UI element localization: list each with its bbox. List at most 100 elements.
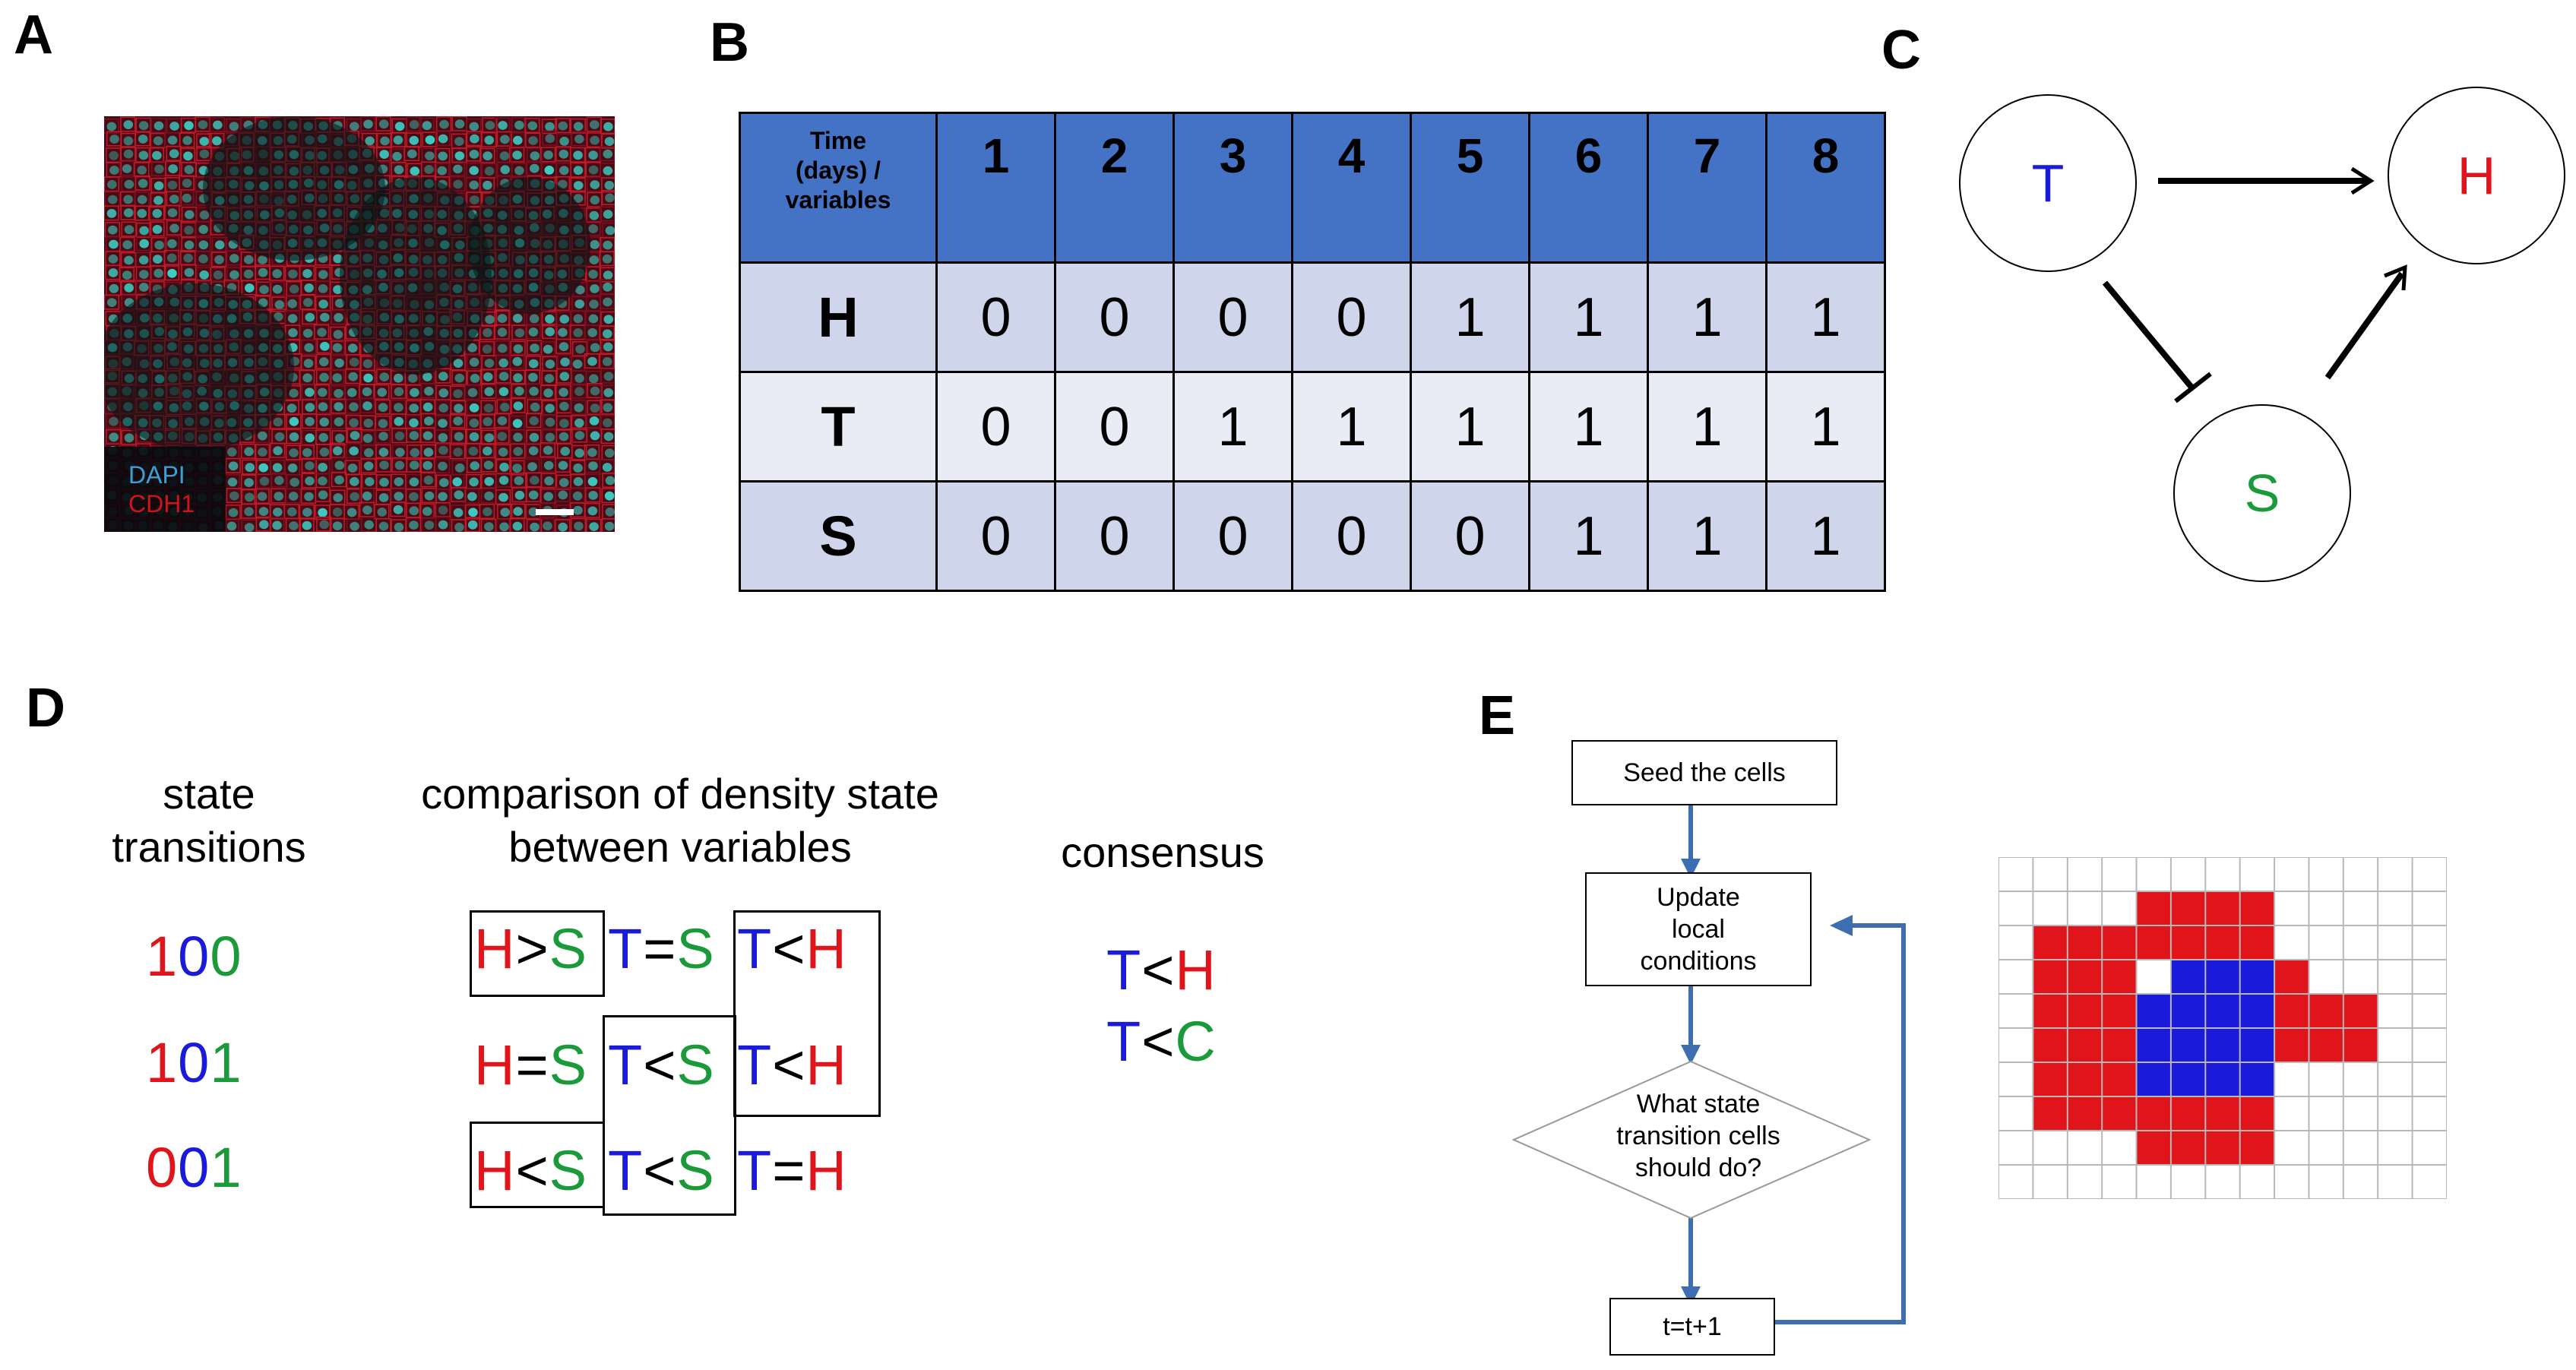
grid-cell-red <box>2343 1028 2378 1062</box>
transition-row: 001 <box>146 1140 242 1196</box>
comparison-box <box>470 910 605 997</box>
grid-cell-blue <box>2170 1028 2206 1062</box>
table-cell: 1 <box>1647 371 1767 483</box>
grid-cell-red <box>2170 1131 2206 1165</box>
grid-cell-red <box>2067 960 2103 994</box>
comparison-th: T<H <box>737 917 847 980</box>
grid-cell-blue <box>2239 994 2275 1028</box>
grid-cell-blue <box>2239 1028 2275 1062</box>
microscopy-legend: DAPI CDH1 <box>104 447 226 532</box>
comparison-ts: T<S <box>608 1033 715 1096</box>
day-header: 5 <box>1410 112 1530 264</box>
grid-cell-red <box>2033 1062 2068 1096</box>
table-cell: 0 <box>1054 480 1175 592</box>
flow-step-seed: Seed the cells <box>1571 740 1837 805</box>
grid-cell-empty <box>2274 1062 2309 1096</box>
table-cell: 1 <box>1528 261 1649 373</box>
header-line: transitions <box>112 823 306 871</box>
legend-cdh1: CDH1 <box>128 490 195 517</box>
comparison-ts: T<S <box>608 1139 715 1202</box>
table-cell: 1 <box>1647 480 1767 592</box>
network-arrows <box>2102 166 2407 403</box>
day-header: 3 <box>1172 112 1293 264</box>
node-s: S <box>2173 404 2351 582</box>
table-row: T 0 0 1 1 1 1 1 1 <box>739 371 1886 483</box>
comparison-th: T=H <box>737 1139 847 1202</box>
microscopy-image <box>104 116 615 532</box>
table-cell: 0 <box>935 480 1056 592</box>
table-cell: 0 <box>1172 480 1293 592</box>
grid-cell-red <box>2136 925 2171 960</box>
flow-text: What state <box>1636 1090 1761 1118</box>
grid-cell-red <box>2274 1028 2309 1062</box>
grid-cell-red <box>2102 994 2137 1028</box>
transition-row: 100 <box>146 929 242 985</box>
table-cell: 1 <box>1528 480 1649 592</box>
grid-cell-red <box>2205 891 2240 925</box>
row-label: T <box>739 371 938 483</box>
transition-digit-h: 0 <box>146 1136 179 1199</box>
table-cell: 0 <box>935 371 1056 483</box>
grid-cell-red <box>2136 1131 2171 1165</box>
table-cell: 0 <box>1054 261 1175 373</box>
grid-cell-red <box>2102 1062 2137 1096</box>
legend-dapi: DAPI <box>128 461 185 489</box>
table-cell: 1 <box>1528 371 1649 483</box>
flow-text: should do? <box>1635 1153 1762 1182</box>
table-cell: 0 <box>1291 261 1412 373</box>
scale-bar <box>536 509 574 515</box>
grid-cell-red <box>2343 994 2378 1028</box>
row-label: H <box>739 261 938 373</box>
grid-cell-blue <box>2205 1028 2240 1062</box>
table-cell: 0 <box>1410 480 1530 592</box>
comparison-box <box>470 1122 605 1208</box>
comparison-box <box>603 1015 736 1216</box>
grid-cell-red <box>2274 994 2309 1028</box>
table-cell: 1 <box>1172 371 1293 483</box>
comparison-ts: T=S <box>608 917 715 980</box>
grid-cell-red <box>2067 994 2103 1028</box>
grid-cell-blue <box>2205 960 2240 994</box>
grid-cell-blue <box>2136 1062 2171 1096</box>
flow-step-time: t=t+1 <box>1609 1298 1775 1356</box>
grid-cell-red <box>2102 1028 2137 1062</box>
day-header: 6 <box>1528 112 1649 264</box>
table-header-row: Time (days) / variables 1 2 3 4 5 6 7 8 <box>739 112 1886 264</box>
panel-label-b: B <box>710 12 749 73</box>
flowchart-arrows <box>1512 802 1906 1324</box>
grid-cell-red <box>2102 1096 2137 1131</box>
flow-text: conditions <box>1640 947 1757 976</box>
transition-digit-s: 0 <box>210 925 242 988</box>
transition-digit-t: 0 <box>178 1136 210 1199</box>
transition-digit-s: 1 <box>210 1031 242 1094</box>
consensus-header: consensus <box>1061 828 1264 876</box>
grid-cell-red <box>2102 960 2137 994</box>
day-header: 8 <box>1765 112 1886 264</box>
day-header: 4 <box>1291 112 1412 264</box>
panel-label-c: C <box>1881 20 1921 81</box>
flow-arrowhead <box>1830 915 1853 936</box>
transition-digit-t: 0 <box>178 1031 210 1094</box>
panel-label-a: A <box>14 5 53 65</box>
cell-grid <box>1998 857 2447 1199</box>
grid-cell-red <box>2170 891 2206 925</box>
day-header: 1 <box>935 112 1056 264</box>
grid-cell-red <box>2205 925 2240 960</box>
grid-cell-red <box>2067 1096 2103 1131</box>
grid-cell-red <box>2239 891 2275 925</box>
flow-arrowhead <box>1681 1045 1701 1065</box>
grid-cell-red <box>2136 891 2171 925</box>
grid-cell-empty <box>2136 960 2171 994</box>
day-header: 7 <box>1647 112 1767 264</box>
table-cell: 1 <box>1765 480 1886 592</box>
flow-text: transition cells <box>1616 1122 1780 1150</box>
grid-cell-red <box>2033 925 2068 960</box>
grid-cell-red <box>2205 1096 2240 1131</box>
grid-cell-red <box>2067 1062 2103 1096</box>
transition-digit-t: 0 <box>178 925 210 988</box>
table-cell: 1 <box>1765 261 1886 373</box>
grid-cell-red <box>2309 1028 2343 1062</box>
table-corner-header: Time (days) / variables <box>739 112 938 264</box>
grid-cell-red <box>2136 1096 2171 1131</box>
flow-step-decide: What state transition cells should do? <box>1584 1088 1812 1184</box>
